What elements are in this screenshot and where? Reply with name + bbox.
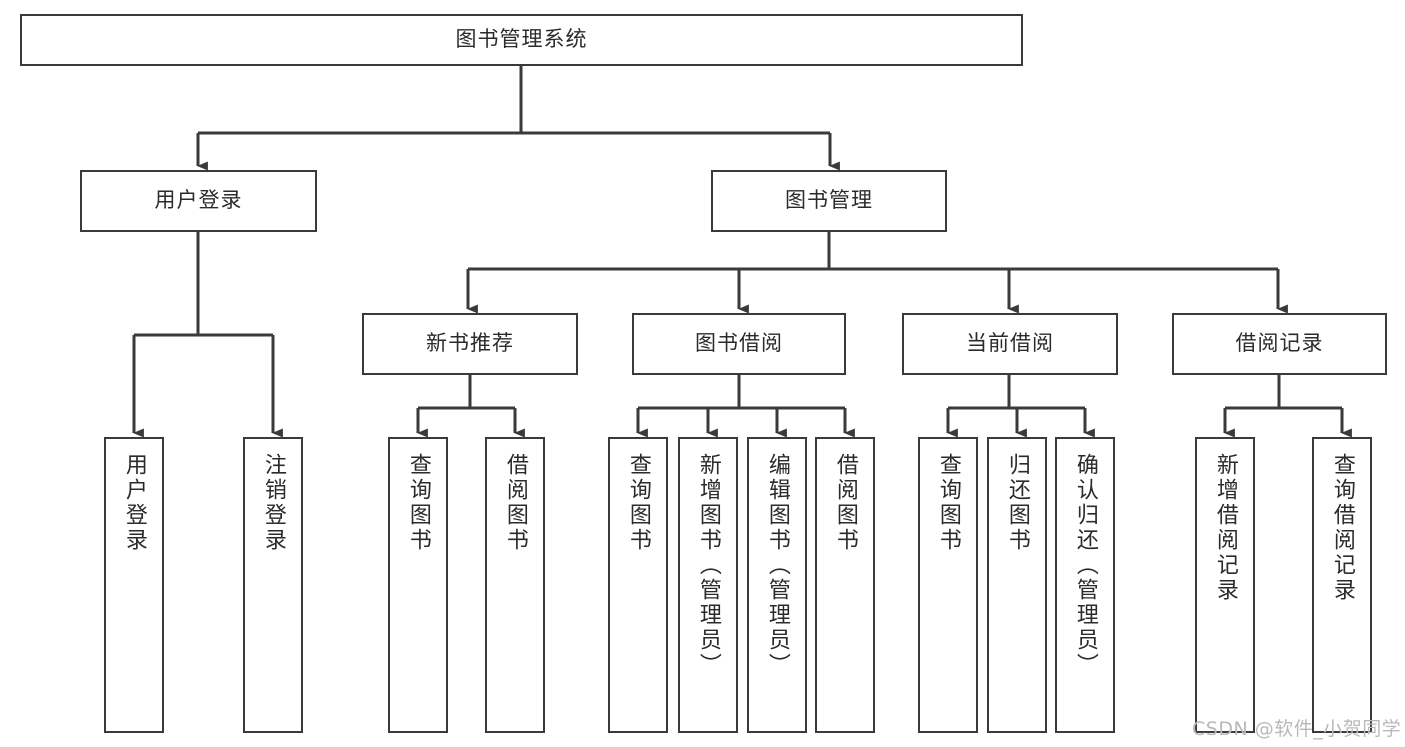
node-leaf-borrow-book[interactable]: 借阅图书 [815,437,875,733]
node-label: 查询图书 [935,453,961,553]
node-label: 查询图书 [625,453,651,553]
node-leaf-logout[interactable]: 注销登录 [243,437,303,733]
node-leaf-edit-book-admin[interactable]: 编辑图书（管理员） [747,437,807,733]
node-label: 新增借阅记录 [1212,453,1238,603]
node-leaf-query-borrow-record[interactable]: 查询借阅记录 [1312,437,1372,733]
node-leaf-borrow-book-recommend[interactable]: 借阅图书 [485,437,545,733]
node-root[interactable]: 图书管理系统 [20,14,1023,66]
node-leaf-query-book-recommend[interactable]: 查询图书 [388,437,448,733]
node-leaf-return-book[interactable]: 归还图书 [987,437,1047,733]
node-new-book-recommend[interactable]: 新书推荐 [362,313,578,375]
node-label: 借阅图书 [502,453,528,553]
node-label: 新增图书（管理员） [695,453,721,678]
node-label: 当前借阅 [966,331,1054,356]
node-label: 图书管理 [785,188,873,213]
node-leaf-user-login[interactable]: 用户登录 [104,437,164,733]
node-label: 借阅记录 [1235,331,1324,356]
node-borrow-record[interactable]: 借阅记录 [1172,313,1387,375]
node-label: 新书推荐 [426,331,514,356]
node-leaf-query-book-current[interactable]: 查询图书 [918,437,978,733]
node-label: 图书管理系统 [455,27,588,52]
node-label: 归还图书 [1004,453,1030,553]
node-user-login[interactable]: 用户登录 [80,170,317,232]
node-current-borrow[interactable]: 当前借阅 [902,313,1118,375]
node-label: 编辑图书（管理员） [764,453,790,678]
node-book-management[interactable]: 图书管理 [711,170,947,232]
node-label: 用户登录 [121,453,147,553]
node-label: 查询图书 [405,453,431,553]
node-book-borrow[interactable]: 图书借阅 [632,313,846,375]
node-label: 确认归还（管理员） [1072,453,1098,678]
node-leaf-add-borrow-record[interactable]: 新增借阅记录 [1195,437,1255,733]
node-label: 用户登录 [154,188,243,213]
node-label: 注销登录 [260,453,286,553]
node-leaf-add-book-admin[interactable]: 新增图书（管理员） [678,437,738,733]
node-label: 图书借阅 [695,331,783,356]
node-leaf-query-book-borrow[interactable]: 查询图书 [608,437,668,733]
node-label: 查询借阅记录 [1329,453,1355,603]
node-leaf-confirm-return-admin[interactable]: 确认归还（管理员） [1055,437,1115,733]
csdn-watermark: CSDN @软件_小贺同学 [1192,718,1402,740]
node-label: 借阅图书 [832,453,858,553]
